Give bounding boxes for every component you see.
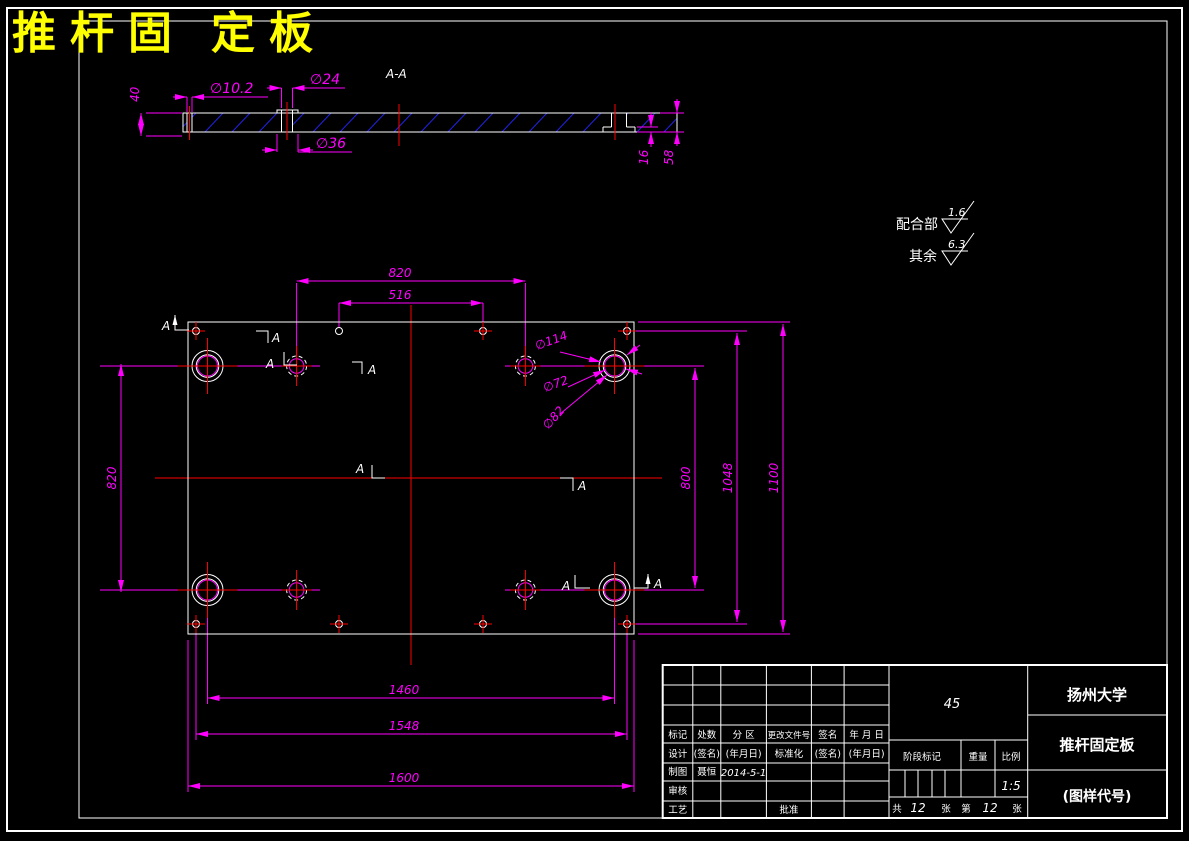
inner-border (78, 20, 1168, 819)
title-block-frame (661, 664, 1168, 819)
plan-view: 820 516 820 800 1048 1100 1460 1548 1600… (100, 266, 790, 792)
dim-bottom-outer: 1600 (389, 771, 420, 785)
section-mark: A (577, 479, 586, 493)
roughness-icon (941, 232, 975, 266)
draft-label: 制图 (668, 766, 687, 778)
stage-label: 阶段标记 (903, 751, 942, 763)
page-title: 推杆固 定板 (12, 9, 327, 58)
sheet-no: 12 (982, 801, 997, 815)
section-centerlines (189, 102, 616, 146)
section-view: A-A ∅10.2 ∅24 ∅36 40 16 58 (128, 67, 684, 165)
section-mark: A (561, 579, 570, 593)
col-date: 年 月 日 (849, 729, 884, 741)
dim-hole-small: ∅10.2 (210, 81, 253, 97)
draft-date: 2014-5-1 (721, 768, 766, 779)
leader-mid: ∅82 (540, 404, 568, 432)
drawing-code: (图样代号) (1063, 788, 1132, 805)
dim-step: 16 (637, 149, 651, 165)
plate-outline (187, 321, 635, 635)
sheet-total-label: 共 (892, 804, 902, 815)
dim-right-inner: 800 (679, 466, 693, 489)
section-mark: A (271, 331, 280, 345)
section-mark: A (265, 357, 274, 371)
section-extension-lines (146, 87, 684, 153)
hole-crosshairs (177, 322, 645, 633)
design-label: 设计 (668, 748, 688, 760)
fit-label: 配合部 (896, 217, 938, 233)
university: 扬州大学 (1067, 686, 1127, 704)
dim-left-height: 40 (128, 86, 142, 102)
section-mark: A (161, 319, 170, 333)
standardize-date: (年月日) (849, 748, 885, 760)
material: 45 (944, 697, 961, 712)
scale-label: 比例 (1001, 751, 1020, 763)
sheet-unit2: 张 (1012, 804, 1022, 815)
check-label: 审核 (668, 785, 688, 797)
process-label: 工艺 (668, 805, 687, 816)
section-cut-lines (174, 317, 649, 589)
part-name: 推杆固定板 (1059, 736, 1135, 754)
other-value: 6.3 (948, 238, 966, 251)
section-mark: A (355, 462, 364, 476)
dim-boss: ∅36 (316, 136, 346, 152)
col-sign: 签名 (818, 729, 837, 741)
scale-value: 1:5 (1001, 779, 1020, 793)
col-count: 处数 (697, 729, 717, 741)
draft-name: 聂恒 (697, 766, 717, 778)
standardize-sign: (签名) (815, 748, 841, 760)
design-sign: (签名) (694, 748, 720, 760)
plan-centerlines (155, 305, 662, 665)
fit-value: 1.6 (948, 206, 966, 219)
col-docno: 更改文件号 (768, 730, 811, 741)
leader-inner: ∅72 (541, 373, 570, 395)
sheet-unit: 张 (941, 804, 951, 815)
dim-right-mid: 1048 (721, 462, 735, 493)
dim-right-outer: 1100 (767, 462, 781, 493)
leader-outer: ∅114 (533, 328, 569, 353)
section-mark: A (653, 577, 662, 591)
roughness-icon (941, 200, 975, 234)
col-zone: 分 区 (733, 730, 756, 741)
dim-bottom-inner: 1460 (389, 683, 420, 697)
plate-section-outline (182, 112, 678, 133)
dim-bottom-mid: 1548 (389, 719, 420, 733)
section-mark: A (367, 363, 376, 377)
outer-border (6, 7, 1183, 832)
dim-top-outer: 820 (389, 266, 412, 280)
weight-label: 重量 (968, 751, 988, 763)
section-label: A-A (385, 67, 407, 81)
title-block: 标记 处数 分 区 更改文件号 签名 年 月 日 设计 (签名) (年月日) 标… (661, 664, 1168, 819)
sheet-total: 12 (910, 801, 925, 815)
col-mark: 标记 (668, 729, 688, 741)
dim-left: 820 (105, 466, 119, 489)
dim-hole-mid: ∅24 (310, 72, 340, 88)
title-block-grid (662, 665, 1167, 818)
surface-finish-notes: 配合部 1.6 其余 6.3 (896, 200, 975, 266)
dim-top-inner: 516 (389, 288, 412, 302)
plan-extension-lines (100, 283, 790, 792)
standardize-label: 标准化 (775, 748, 804, 760)
sheet-no-label: 第 (961, 803, 971, 815)
drawing-border (6, 7, 1183, 832)
approve-label: 批准 (779, 804, 799, 816)
dim-thickness: 58 (662, 149, 676, 165)
design-date: (年月日) (726, 748, 762, 760)
other-label: 其余 (909, 248, 937, 265)
